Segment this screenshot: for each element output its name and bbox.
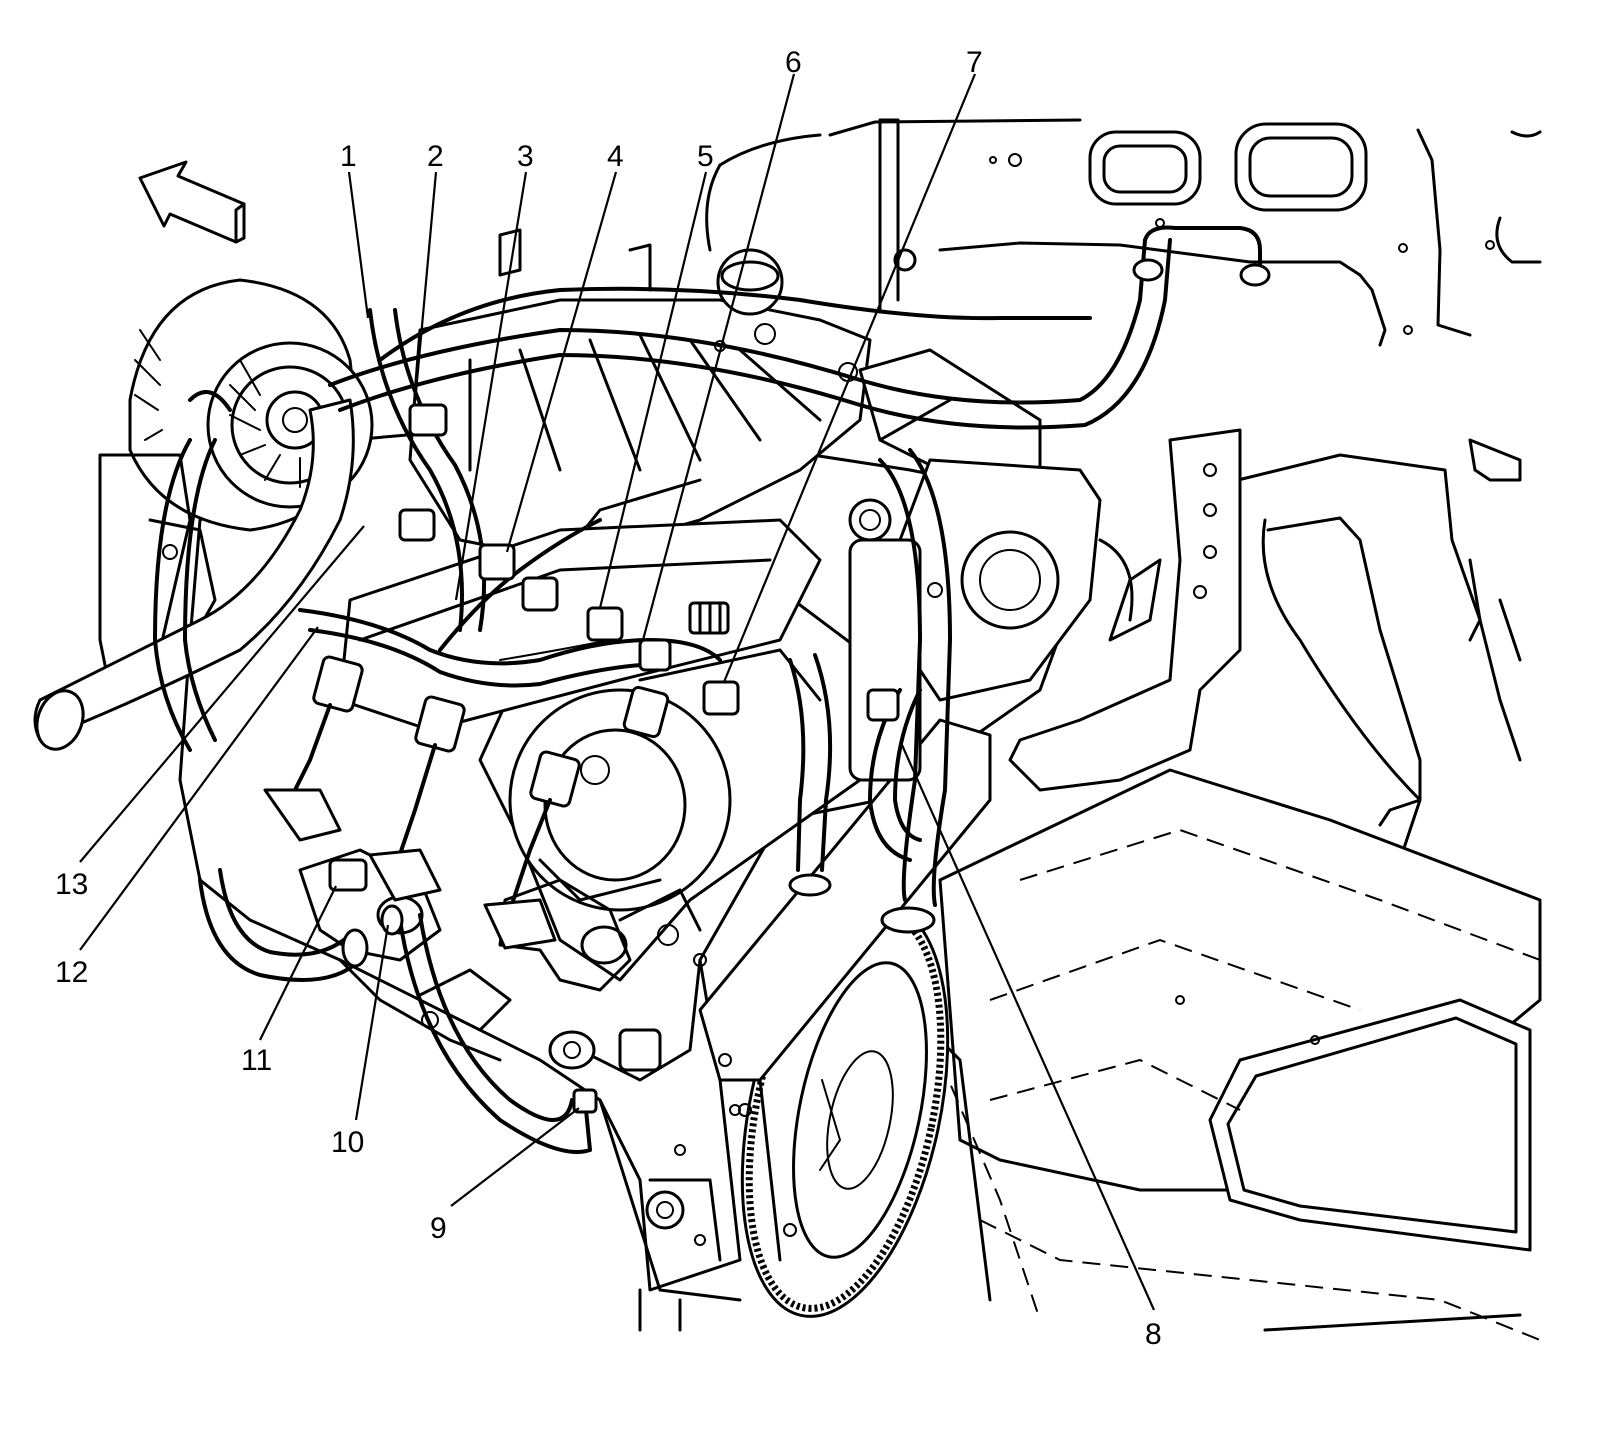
leader-lines [79, 73, 1156, 1311]
callout-2: 2 [427, 140, 444, 173]
leader-13 [79, 525, 365, 863]
callout-6: 6 [785, 46, 802, 79]
lower-radiator-hose [198, 868, 369, 982]
leader-2 [414, 171, 438, 393]
leader-11 [259, 885, 337, 1041]
heater-hose-top [328, 225, 1271, 430]
upper-radiator-hose [33, 398, 355, 751]
callout-11: 11 [241, 1044, 272, 1077]
leader-7 [722, 73, 977, 683]
heater-hose-left [153, 390, 232, 752]
leader-12 [79, 626, 319, 951]
floor-pan [898, 768, 1542, 1341]
upper-details [498, 118, 1522, 662]
heater-hose-right [788, 448, 952, 934]
leader-3 [454, 171, 528, 601]
leader-1 [347, 171, 370, 319]
callout-5: 5 [697, 140, 714, 173]
callout-13: 13 [55, 868, 88, 901]
leader-4 [505, 171, 618, 553]
firewall-panel [828, 118, 1542, 880]
callout-9: 9 [430, 1212, 447, 1245]
leader-9 [450, 1107, 580, 1207]
leader-5 [598, 171, 708, 609]
callout-labels: 1 2 3 4 5 6 7 8 9 10 11 12 13 [55, 46, 1162, 1351]
callout-8: 8 [1145, 1318, 1162, 1351]
leader-8 [900, 744, 1156, 1311]
callout-7: 7 [966, 46, 983, 79]
forward-arrow-icon [138, 160, 246, 244]
callout-1: 1 [340, 140, 357, 173]
engine-mount-bracket [1008, 428, 1242, 792]
callout-12: 12 [55, 956, 88, 989]
callout-4: 4 [607, 140, 624, 173]
callout-10: 10 [331, 1126, 364, 1159]
callout-3: 3 [517, 140, 534, 173]
leader-10 [354, 924, 390, 1121]
leader-6 [641, 73, 796, 641]
